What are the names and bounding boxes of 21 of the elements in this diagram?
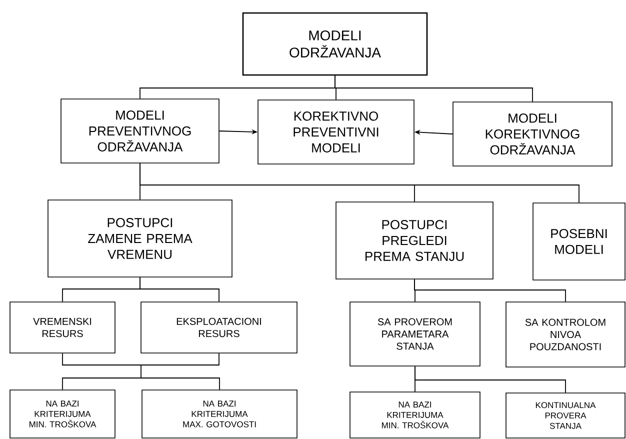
process-box: VREMENSKI RESURS <box>10 302 116 354</box>
connector <box>414 366 566 394</box>
process-box: NA BAZI KRITERIJUMA MIN. TROŠKOVA <box>350 392 480 438</box>
process-box: EKSPLOATACIONI RESURS <box>140 302 298 354</box>
process-box: MODELI PREVENTIVNOG ODRŽAVANJA <box>60 98 220 164</box>
process-box: MODELI ODRŽAVANJA <box>242 12 428 76</box>
process-box: POSEBNI MODELI <box>532 202 626 280</box>
connector <box>140 162 580 204</box>
process-box: SA KONTROLOM NIVOA POUZDANOSTI <box>506 302 626 368</box>
connector <box>334 75 533 102</box>
process-box: POSTUPCI ZAMENE PREMA VREMENU <box>48 200 232 278</box>
process-box: KOREKTIVNO PREVENTIVNI MODELI <box>258 100 414 164</box>
connector <box>414 278 566 302</box>
connector <box>140 276 220 302</box>
process-box: NA BAZI KRITERIJUMA MAX. GOTOVOSTI <box>142 390 298 438</box>
process-box: POSTUPCI PREGLEDI PREMA STANJU <box>336 202 494 280</box>
process-box: SA PROVEROM PARAMETARA STANJA <box>350 302 480 366</box>
process-box: NA BAZI KRITERIJUMA MIN. TROŠKOVA <box>10 390 116 438</box>
connector <box>62 352 220 390</box>
process-box: KONTINUALNA PROVERA STANJA <box>506 392 626 438</box>
process-box: MODELI KOREKTIVNOG ODRŽAVANJA <box>452 102 612 166</box>
